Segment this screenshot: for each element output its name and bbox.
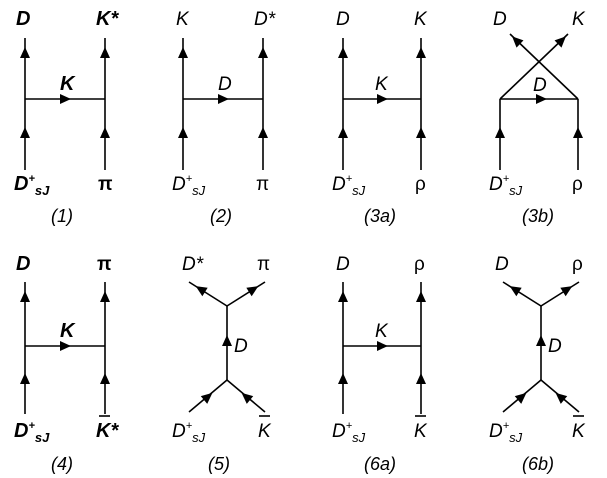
bottom-right-label: K*: [96, 420, 119, 442]
bottom-left-label: D+sJ: [332, 420, 366, 445]
top-left-label: D: [16, 253, 30, 275]
exchange-label: K: [375, 321, 389, 342]
diagram-3a: D K K D+sJ ρ (3a): [332, 9, 428, 226]
bottom-right-label: K: [572, 421, 586, 442]
diagram-2: K D* D D+sJ π (2): [172, 9, 276, 226]
top-right-label: K*: [96, 8, 119, 30]
diagram-1: D K* K D+sJ π (1): [14, 8, 119, 226]
bottom-left-label: D+sJ: [14, 173, 50, 198]
diagram-caption: (5): [208, 454, 230, 474]
bottom-left-label: D+sJ: [332, 173, 366, 198]
bottom-left-label: D+sJ: [489, 173, 523, 198]
top-right-label: ρ: [414, 254, 425, 275]
top-left-label: D*: [182, 254, 204, 275]
top-left-label: D: [16, 8, 30, 30]
bottom-right-label: ρ: [415, 174, 426, 195]
top-left-label: K: [176, 9, 190, 30]
top-left-label: D: [336, 254, 350, 275]
top-left-label: D: [336, 9, 350, 30]
diagram-6b: D ρ D D+sJ K (6b): [489, 254, 586, 474]
bottom-right-label: K: [414, 421, 428, 442]
exchange-label: D: [218, 74, 232, 95]
diagram-caption: (6b): [522, 454, 554, 474]
diagram-caption: (3b): [522, 206, 554, 226]
bottom-left-label: D+sJ: [489, 420, 523, 445]
diagram-5: D* π D D+sJ K (5): [172, 254, 272, 474]
bottom-right-label: ρ: [572, 174, 583, 195]
top-right-label: ρ: [572, 254, 583, 275]
diagram-caption: (3a): [364, 206, 396, 226]
bottom-left-label: D+sJ: [172, 420, 206, 445]
bottom-right-label: K: [258, 421, 272, 442]
diagram-6a: D ρ K D+sJ K (6a): [332, 254, 428, 474]
diagram-caption: (2): [210, 206, 232, 226]
exchange-label: K: [60, 73, 76, 95]
top-left-label: D: [495, 254, 509, 275]
diagram-3b: D K D D+sJ ρ (3b): [489, 9, 586, 226]
exchange-label: K: [60, 320, 76, 342]
diagram-caption: (1): [51, 206, 73, 226]
bottom-left-label: D+sJ: [172, 173, 206, 198]
top-right-label: D*: [254, 9, 276, 30]
exchange-label: D: [533, 75, 547, 96]
top-right-label: K: [572, 9, 586, 30]
top-left-label: D: [493, 9, 507, 30]
top-right-label: π: [97, 254, 112, 275]
exchange-label: D: [548, 336, 562, 357]
top-right-label: K: [414, 9, 428, 30]
top-right-label: π: [257, 254, 270, 275]
diagram-caption: (4): [51, 454, 73, 474]
exchange-label: D: [234, 336, 248, 357]
bottom-right-label: π: [98, 174, 113, 195]
exchange-label: K: [375, 74, 389, 95]
diagram-4: D π K D+sJ K* (4): [14, 253, 119, 474]
bottom-right-label: π: [256, 174, 269, 195]
bottom-left-label: D+sJ: [14, 420, 50, 445]
diagram-caption: (6a): [364, 454, 396, 474]
